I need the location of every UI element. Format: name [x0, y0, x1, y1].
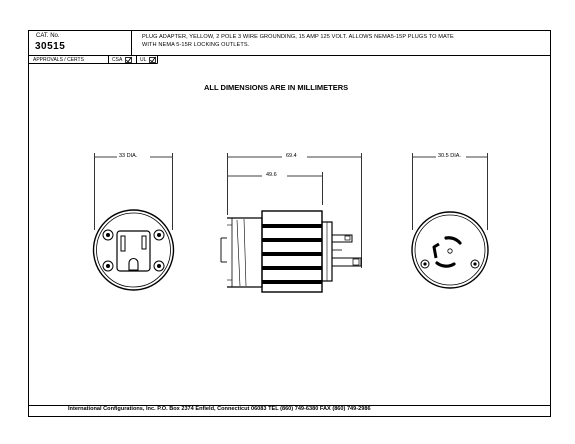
description-line-2: WITH NEMA 5-15R LOCKING OUTLETS.	[142, 42, 250, 48]
side-view	[220, 153, 362, 293]
description-line-1: PLUG ADAPTER, YELLOW, 2 POLE 3 WIRE GROU…	[142, 34, 454, 40]
back-view	[411, 153, 489, 289]
dim-body-length: 49.6	[266, 172, 277, 178]
company-footer: International Configurations, Inc. P.O. …	[68, 406, 371, 412]
sheet-border	[28, 30, 551, 417]
cat-number: 30515	[35, 41, 66, 52]
csa-checkbox	[125, 56, 132, 63]
dim-overall-length: 69.4	[286, 153, 297, 159]
ul-label: UL	[140, 57, 147, 63]
dimensions-note: ALL DIMENSIONS ARE IN MILLIMETERS	[204, 83, 349, 92]
dim-front-diameter: 33 DIA.	[119, 153, 138, 159]
dim-back-diameter: 30.5 DIA.	[438, 153, 461, 159]
front-view	[92, 153, 175, 291]
ul-checkbox	[149, 56, 156, 63]
csa-label: CSA	[112, 57, 123, 63]
approvals-label: APPROVALS / CERTS	[33, 57, 84, 63]
cat-number-label: CAT. No.	[36, 33, 60, 39]
